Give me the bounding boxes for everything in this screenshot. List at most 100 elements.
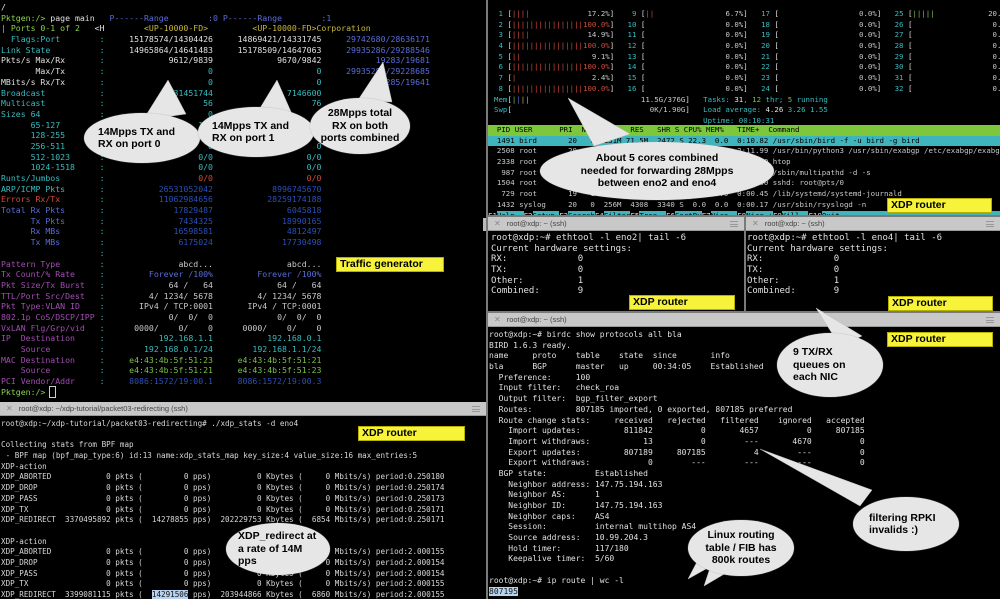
pktgen-terminal[interactable]: /Pktgen:/> page main P------Range :0 P--…	[0, 0, 486, 402]
close-icon[interactable]: ✕	[6, 404, 13, 413]
bracket: [	[507, 94, 512, 104]
colon: :	[99, 173, 105, 183]
bracket: [	[774, 62, 779, 72]
stat-label: Pkt Type:VLAN ID	[1, 301, 100, 312]
terminal-text: running	[792, 94, 828, 104]
port0-value: 0/0	[104, 162, 213, 173]
cpu-percent: 0.0%	[992, 62, 1000, 72]
spacer	[645, 84, 725, 93]
action-header: XDP-action	[1, 461, 47, 471]
birdc-text: Route change stats: received rejected fi…	[489, 415, 865, 425]
fkey-kill-button[interactable]: F9Kill	[773, 210, 809, 216]
bracket: [	[907, 41, 913, 51]
cpu-percent: 0.0%	[858, 19, 877, 29]
cpu-number: 31	[894, 73, 908, 83]
stat-label: Rx MBs	[1, 226, 100, 237]
bracket: [	[507, 51, 512, 61]
terminal-text: ,	[743, 94, 753, 104]
swap-label: Swp	[494, 105, 508, 115]
port1-value: 0	[212, 66, 322, 77]
fkey-filter-button[interactable]: F4Filter	[594, 210, 631, 217]
stat-label: PCI Vendor/Addr	[1, 376, 100, 387]
fkey-setup-button[interactable]: F2Setup	[524, 210, 560, 216]
pktgen-stat-row: Pkt Type:VLAN ID : IPv4 / TCP:0001 IPv4 …	[1, 301, 430, 312]
bracket: ]	[876, 30, 882, 40]
birdc-text: Import updates: 811842 0 4657 0 807185	[489, 426, 865, 436]
close-icon[interactable]: ✕	[752, 219, 759, 228]
pane-divider-vertical-2[interactable]	[744, 217, 746, 311]
pktgen-stat-row: Runts/Jumbos : 0/0 0/0	[1, 173, 430, 184]
ethtool-line: Combined: 9	[491, 286, 686, 297]
cpu-meter: 12 [ 0.0%]	[628, 41, 748, 50]
xdp-stats-titlebar[interactable]: ✕root@xdp: ~/xdp-tutorial/packet03-redir…	[0, 402, 486, 416]
cpu-percent: 0.0%	[992, 19, 1000, 29]
menu-icon[interactable]	[730, 221, 738, 227]
birdc-titlebar[interactable]: ✕root@xdp: ~ (ssh)	[488, 313, 1000, 327]
cpu-bar: ||||	[511, 30, 530, 40]
port0-value: 11062984656	[104, 194, 213, 205]
pane-divider-vertical[interactable]	[486, 0, 488, 599]
colon: :	[99, 247, 105, 258]
xdp-redirect-row: XDP_REDIRECT 3399081115 pkts ( 14291506 …	[1, 590, 444, 599]
pktgen-stat-row: Broadcast : 31451744 7146600	[1, 88, 430, 99]
fkey-nice--button[interactable]: F7Nice -	[702, 210, 738, 216]
cpu-number: 11	[627, 30, 641, 40]
close-icon[interactable]: ✕	[494, 315, 501, 324]
port1-value: 8996745670	[212, 183, 322, 194]
ethtool-eno4-terminal[interactable]: ✕root@xdp: ~ (ssh) root@xdp:~# ethtool -…	[746, 217, 1000, 311]
terminal-text	[748, 73, 761, 82]
bracket: [	[640, 73, 646, 83]
cpu-meter-row: 8 [||||||||||||||||100.0%] 16 [ 0.0%] 24…	[494, 84, 1000, 95]
bracket: ]	[743, 9, 748, 18]
cpu-meter: 4 [||||||||||||||||100.0%]	[494, 41, 614, 50]
cpu-bar: ||||||||||||||||	[511, 19, 584, 29]
fkey-sortby-button[interactable]: F6SortBy	[666, 210, 702, 216]
bracket: ]	[743, 73, 748, 83]
ports-label: | Ports 0-1 of 2	[1, 23, 80, 34]
close-icon[interactable]: ✕	[494, 219, 501, 228]
menu-icon[interactable]	[986, 221, 994, 227]
fkey-label: Quit	[821, 210, 840, 216]
bracket: [	[907, 62, 913, 72]
menu-icon[interactable]	[986, 317, 994, 323]
fkey-search-button[interactable]: F3Search	[559, 210, 595, 216]
birdc-line: Neighbor caps: AS4	[489, 512, 865, 523]
port1-value: abcd...	[212, 258, 322, 269]
ethtool-eno4-titlebar[interactable]: ✕root@xdp: ~ (ssh)	[746, 217, 1000, 231]
fkey-tree-button[interactable]: F5Tree	[630, 210, 667, 216]
port1-value: 18990165	[212, 215, 322, 226]
pane-divider-horizontal[interactable]	[488, 215, 1000, 217]
menu-icon[interactable]	[472, 406, 480, 412]
ethtool-eno2-terminal[interactable]: ✕root@xdp: ~ (ssh) root@xdp:~# ethtool -…	[488, 217, 744, 311]
fkey-nice--button[interactable]: F8Nice +	[737, 210, 773, 216]
fkey-help-button[interactable]: F1Help	[488, 210, 524, 216]
bracket: ]	[609, 83, 615, 93]
pktgen-stat-row: Pattern Type : abcd... abcd...	[1, 259, 430, 270]
cpu-number: 21	[761, 51, 775, 61]
fkey-quit-button[interactable]: F10Quit	[808, 210, 840, 216]
port0-value: 0	[104, 76, 213, 87]
pktgen-scrollbar[interactable]	[483, 218, 486, 231]
process-row[interactable]: 1491 bird 20 0 131M 71.5M 2472 S 22.3 0.…	[488, 135, 1000, 147]
load-15: 1.55	[810, 105, 828, 115]
fkey-number: F4	[594, 210, 604, 217]
bracket: ]	[743, 19, 748, 29]
process-row[interactable]: 1432 syslog 20 0 256M 4308 3340 S 0.0 0.…	[488, 200, 1000, 211]
terminal-text	[614, 20, 627, 29]
cpu-percent: 20.5%	[988, 9, 1000, 18]
birdc-line: Preference: 100	[489, 373, 865, 384]
ethtool-eno2-titlebar[interactable]: ✕root@xdp: ~ (ssh)	[488, 217, 744, 231]
terminal-text	[614, 73, 627, 82]
ethtool-text: Current hardware settings:	[747, 243, 888, 254]
process-text: 729 root 19 -1 152M 35112 33944 S 0.0 0.…	[501, 189, 902, 199]
fkey-label: Tree	[639, 210, 667, 216]
pane-divider-horizontal-2[interactable]	[488, 311, 1000, 313]
threads-count: 12	[752, 94, 762, 104]
cpu-percent: 0.0%	[725, 41, 744, 51]
xdp-stat-text: pps) 203944866 Kbytes ( 6860 Mbits/s) pe…	[188, 590, 445, 599]
spacer	[912, 41, 992, 50]
bracket: [	[774, 73, 779, 83]
port0-value: 8086:1572/19:00.1	[104, 376, 213, 387]
birdc-line: bla BGP master up 00:34:05 Established	[489, 362, 865, 373]
